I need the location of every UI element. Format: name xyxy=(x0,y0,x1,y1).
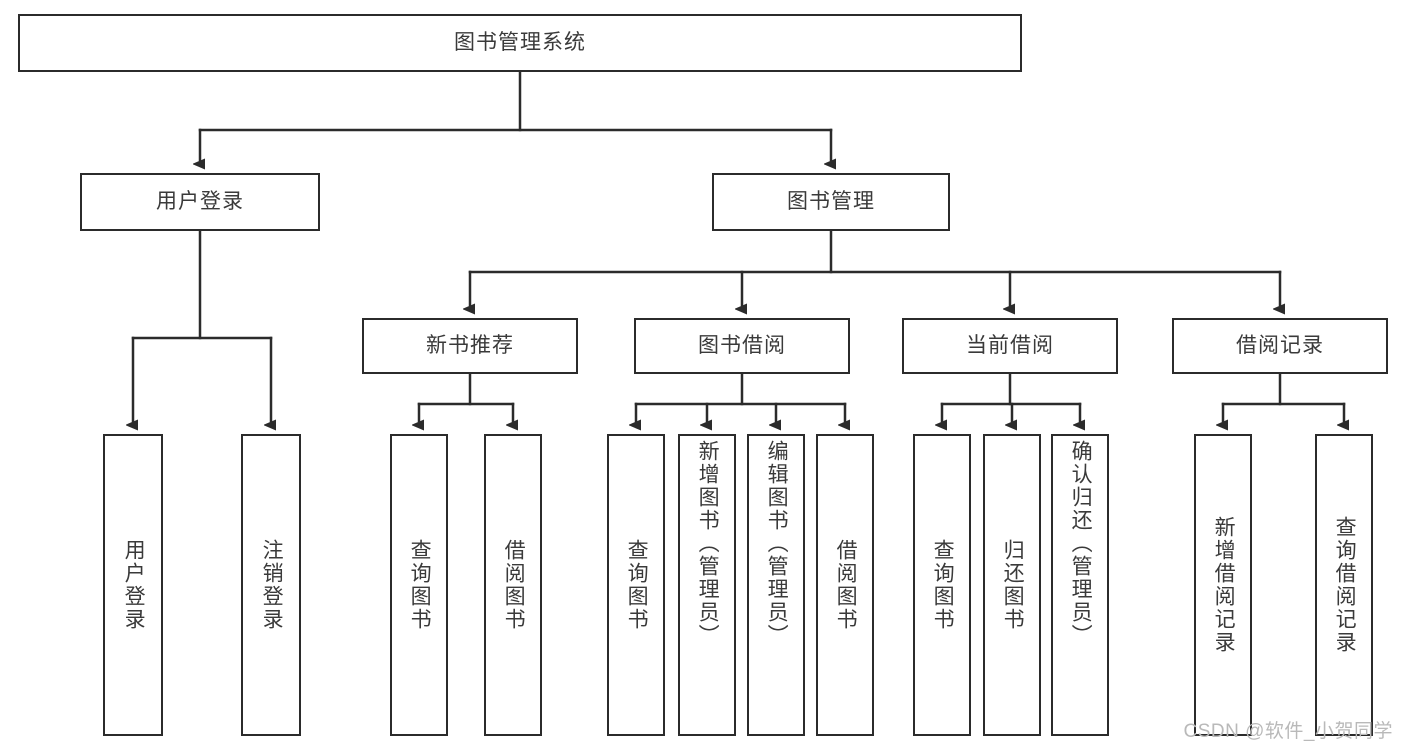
node-leaf-5[interactable]: 查询图书 xyxy=(607,434,665,736)
node-leaf-8[interactable]: 借阅图书 xyxy=(816,434,874,736)
node-leaf-3[interactable]: 查询图书 xyxy=(390,434,448,736)
node-level2-1[interactable]: 新书推荐 xyxy=(362,318,578,374)
node-level2-2-label: 图书借阅 xyxy=(698,334,786,358)
node-level2-4[interactable]: 借阅记录 xyxy=(1172,318,1388,374)
node-root-label: 图书管理系统 xyxy=(454,31,586,55)
node-leaf-2-label: 注销登录 xyxy=(260,539,284,631)
node-leaf-10[interactable]: 归还图书 xyxy=(983,434,1041,736)
node-leaf-3-label: 查询图书 xyxy=(408,539,432,631)
node-level1-1-label: 用户登录 xyxy=(156,190,244,214)
node-level2-1-label: 新书推荐 xyxy=(426,334,514,358)
node-leaf-6[interactable]: 新增图书（管理员） xyxy=(678,434,736,736)
node-level2-2[interactable]: 图书借阅 xyxy=(634,318,850,374)
node-leaf-8-label: 借阅图书 xyxy=(834,539,858,631)
node-leaf-4[interactable]: 借阅图书 xyxy=(484,434,542,736)
node-level1-2[interactable]: 图书管理 xyxy=(712,173,950,231)
node-leaf-6-label: 新增图书（管理员） xyxy=(696,440,720,647)
node-level2-4-label: 借阅记录 xyxy=(1236,334,1324,358)
node-level1-2-label: 图书管理 xyxy=(787,190,875,214)
node-root[interactable]: 图书管理系统 xyxy=(18,14,1022,72)
node-level2-3-label: 当前借阅 xyxy=(966,334,1054,358)
node-leaf-12[interactable]: 新增借阅记录 xyxy=(1194,434,1252,736)
node-level2-3[interactable]: 当前借阅 xyxy=(902,318,1118,374)
node-leaf-13[interactable]: 查询借阅记录 xyxy=(1315,434,1373,736)
node-leaf-11-label: 确认归还（管理员） xyxy=(1069,440,1093,647)
node-leaf-7-label: 编辑图书（管理员） xyxy=(765,440,789,647)
node-leaf-5-label: 查询图书 xyxy=(625,539,649,631)
node-leaf-1-label: 用户登录 xyxy=(122,539,146,631)
node-leaf-9[interactable]: 查询图书 xyxy=(913,434,971,736)
node-leaf-9-label: 查询图书 xyxy=(931,539,955,631)
node-leaf-10-label: 归还图书 xyxy=(1001,539,1025,631)
node-leaf-11[interactable]: 确认归还（管理员） xyxy=(1051,434,1109,736)
node-leaf-7[interactable]: 编辑图书（管理员） xyxy=(747,434,805,736)
node-leaf-12-label: 新增借阅记录 xyxy=(1212,516,1236,654)
node-leaf-4-label: 借阅图书 xyxy=(502,539,526,631)
node-leaf-1[interactable]: 用户登录 xyxy=(103,434,163,736)
node-leaf-2[interactable]: 注销登录 xyxy=(241,434,301,736)
node-level1-1[interactable]: 用户登录 xyxy=(80,173,320,231)
node-leaf-13-label: 查询借阅记录 xyxy=(1333,516,1357,654)
